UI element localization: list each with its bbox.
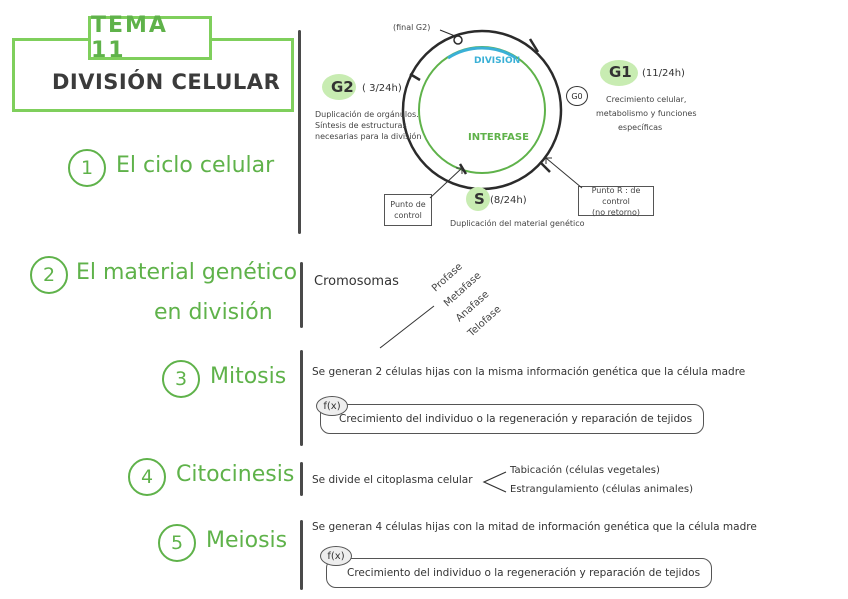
- g1-time: (11/24h): [642, 68, 685, 79]
- interfase-label: INTERFASE: [468, 132, 529, 143]
- section-number-3: 3: [162, 360, 200, 398]
- page-title: DIVISIÓN CELULAR: [52, 70, 281, 94]
- punto-r-box: Punto R : de control (no retorno): [578, 185, 654, 217]
- final-g2-marker: [453, 35, 463, 45]
- section-title-material-1: El material genético: [76, 260, 298, 285]
- divider-5: [300, 520, 303, 590]
- divider-4: [300, 462, 303, 496]
- g2-desc-1: Duplicación de orgánulos.: [315, 110, 419, 119]
- tick-r: [539, 161, 551, 173]
- citocinesis-text: Se divide el citoplasma celular: [312, 474, 473, 486]
- citocinesis-option-2: Estrangulamiento (células animales): [510, 484, 693, 495]
- g2-label: G2: [331, 78, 354, 96]
- g1-desc-1: Crecimiento celular,: [606, 95, 687, 104]
- punto-control-box: Punto de control: [384, 194, 432, 226]
- divider-2: [300, 262, 303, 328]
- punto-control-line-1: Punto de: [390, 200, 426, 209]
- divider-3: [300, 350, 303, 446]
- punto-r-line-1: Punto R : de control: [591, 185, 641, 206]
- meiosis-text: Se generan 4 células hijas con la mitad …: [312, 521, 757, 533]
- meiosis-fx-badge: f(x): [320, 546, 352, 566]
- punto-r-arrow: [545, 157, 583, 189]
- tema-badge: TEMA 11: [88, 13, 212, 63]
- section-title-citocinesis: Citocinesis: [176, 462, 295, 487]
- tick-g1: [528, 38, 540, 53]
- mitosis-text: Se generan 2 células hijas con la misma …: [312, 366, 746, 378]
- citocinesis-option-1: Tabicación (células vegetales): [510, 465, 660, 476]
- punto-control-arrow: [429, 167, 463, 199]
- g2-time: ( 3/24h): [362, 83, 402, 94]
- section-number-5: 5: [158, 524, 196, 562]
- g1-desc-2: metabolismo y funciones: [596, 109, 697, 118]
- division-arc: [447, 46, 517, 60]
- punto-control-line-2: control: [394, 211, 422, 220]
- g2-desc-3: necesarias para la división: [315, 132, 422, 141]
- fases-arrow: [379, 305, 435, 349]
- punto-r-line-2: (no retorno): [592, 207, 640, 217]
- mitosis-function-pill: Crecimiento del individuo o la regenerac…: [320, 404, 704, 434]
- s-label: S: [474, 190, 485, 208]
- section-number-4: 4: [128, 458, 166, 496]
- mitosis-function: Crecimiento del individuo o la regenerac…: [339, 413, 693, 425]
- division-label: DIVISIÓN: [474, 56, 521, 66]
- divider-1: [298, 30, 301, 234]
- s-desc: Duplicación del material genético: [450, 219, 585, 228]
- cromosomas-label: Cromosomas: [314, 274, 399, 289]
- final-g2-pointer: [439, 29, 456, 37]
- section-title-mitosis: Mitosis: [210, 364, 287, 389]
- g2-highlight: [322, 74, 356, 100]
- final-g2-label: (final G2): [393, 23, 431, 32]
- meiosis-function: Crecimiento del individuo o la regenerac…: [347, 567, 701, 579]
- s-highlight: [466, 187, 490, 211]
- section-title-ciclo: El ciclo celular: [116, 153, 275, 178]
- section-number-1: 1: [68, 149, 106, 187]
- tick-s: [458, 163, 468, 175]
- section-title-material-2: en división: [154, 300, 273, 325]
- outer-cycle-ring: [401, 29, 563, 191]
- meiosis-function-pill: Crecimiento del individuo o la regenerac…: [326, 558, 712, 588]
- tick-g2: [409, 72, 421, 82]
- g1-label: G1: [609, 63, 632, 81]
- s-time: (8/24h): [490, 195, 527, 206]
- g2-desc-2: Síntesis de estructuras: [315, 121, 407, 130]
- citocinesis-bracket: [482, 471, 507, 493]
- mitosis-fx-badge: f(x): [316, 396, 348, 416]
- g1-highlight: [600, 60, 638, 86]
- section-title-meiosis: Meiosis: [206, 528, 288, 553]
- section-number-2: 2: [30, 256, 68, 294]
- g0-marker: G0: [566, 86, 588, 106]
- g1-desc-3: específicas: [618, 123, 663, 132]
